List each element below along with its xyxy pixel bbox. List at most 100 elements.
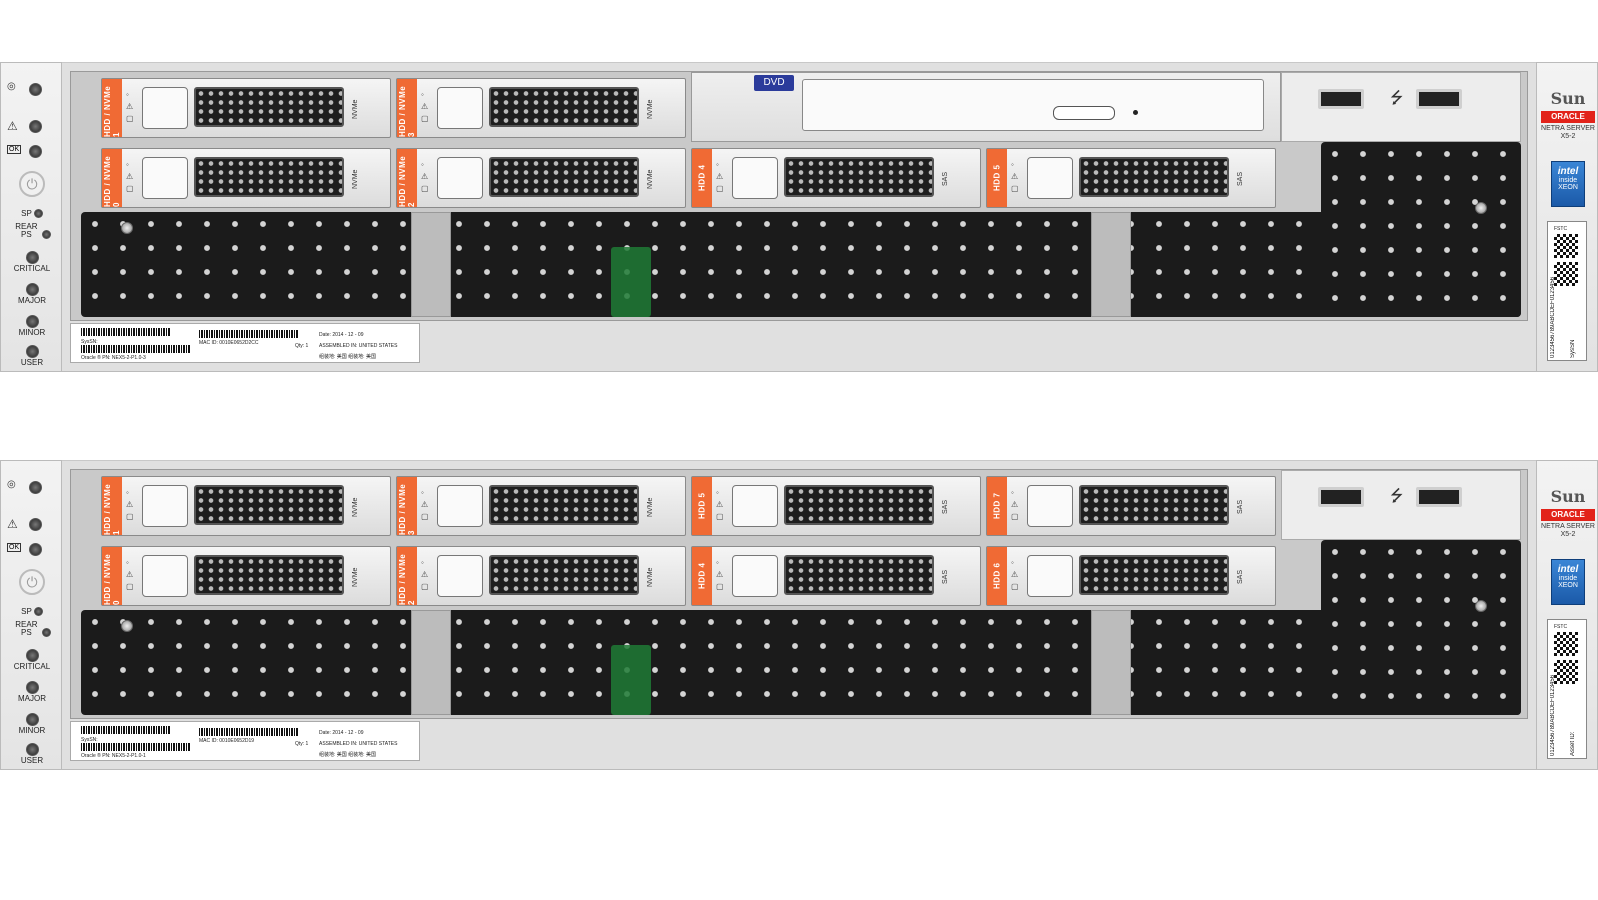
usb-port[interactable] [1416,89,1462,109]
drive-latch[interactable] [1027,157,1073,199]
bay-label: HDD 6 [987,547,1007,605]
ok-icon: OK [7,543,22,552]
drive-bay[interactable]: HDD / NVMe 0 ◦⚠▢ NVMe [101,546,391,606]
chassis-body: HDD / NVMe 1 ◦⚠▢ NVMe HDD / NVMe 3 ◦⚠▢ N… [62,460,1536,770]
power-button[interactable]: ⏻ [19,171,45,197]
dvd-tray[interactable] [802,79,1264,131]
drive-latch[interactable] [437,555,483,597]
bay-status-icons: ◦⚠▢ [1011,558,1019,591]
drive-latch[interactable] [142,157,188,199]
drive-cage: HDD / NVMe 1 ◦⚠▢ NVMe HDD / NVMe 3 ◦⚠▢ N… [70,71,1528,321]
drive-latch[interactable] [732,555,778,597]
barcode [81,726,171,734]
service-warning-icon: ⚠ [7,517,18,531]
drive-latch[interactable] [142,87,188,129]
green-component [611,247,651,317]
label-mac: MAC ID: 0010E0652D19 [199,738,255,744]
drive-cage: HDD / NVMe 1 ◦⚠▢ NVMe HDD / NVMe 3 ◦⚠▢ N… [70,469,1528,719]
drive-latch[interactable] [437,157,483,199]
drive-bay[interactable]: HDD 6 ◦⚠▢ SAS [986,546,1276,606]
drive-vent [489,87,639,127]
drive-latch[interactable] [142,485,188,527]
drive-bay[interactable]: HDD 7 ◦⚠▢ SAS [986,476,1276,536]
service-led [29,120,42,133]
service-tag[interactable]: FSTC 0123456789ABCDEF0123456 Asset ID: [1547,619,1587,759]
bay-status-icons: ◦⚠▢ [1011,160,1019,193]
drive-bay[interactable]: HDD / NVMe 2 ◦⚠▢ NVMe [396,546,686,606]
bay-status-icons: ◦⚠▢ [126,558,134,591]
drive-latch[interactable] [142,555,188,597]
drive-bay[interactable]: HDD 4 ◦⚠▢ SAS [691,148,981,208]
drive-latch[interactable] [1027,485,1073,527]
grille-divider [1091,212,1131,317]
drive-vent [489,485,639,525]
drive-bay[interactable]: HDD / NVMe 2 ◦⚠▢ NVMe [396,148,686,208]
led-critical: CRITICAL [5,251,59,273]
bay-status-icons: ◦⚠▢ [716,558,724,591]
label-date: Date: 2014 - 12 - 09 [319,332,364,338]
bay-type: NVMe [647,497,654,517]
qr-code [1554,632,1578,656]
sun-logo: Sun [1550,89,1586,108]
front-panel-left: ◎ ⚠ OK ⏻ SP REAR PS CRITICAL MAJOR MINOR… [0,460,62,770]
screw [121,222,133,234]
usb-port[interactable] [1416,487,1462,507]
drive-latch[interactable] [732,157,778,199]
bay-status-icons: ◦⚠▢ [421,488,429,521]
bay-label: HDD / NVMe 0 [102,547,122,605]
label-sys-sn: SysSN: [81,737,98,743]
front-panel-right: Sun ORACLE NETRA SERVER X5-2 intel insid… [1536,460,1598,770]
drive-latch[interactable] [437,485,483,527]
drive-bay[interactable]: HDD / NVMe 0 ◦⚠▢ NVMe [101,148,391,208]
service-tag[interactable]: FSTC 0123456789ABCDEF0123456 SysSN [1547,221,1587,361]
service-tag-id: 0123456789ABCDEF0123456 [1550,276,1556,358]
drive-latch[interactable] [1027,555,1073,597]
bay-status-icons: ◦⚠▢ [421,558,429,591]
drive-bay[interactable]: HDD / NVMe 1 ◦⚠▢ NVMe [101,476,391,536]
grille-divider [411,610,451,715]
service-tag-sysn: SysSN [1570,339,1576,358]
green-component [611,645,651,715]
front-panel-left: ◎ ⚠ OK ⏻ SP REAR PS CRITICAL MAJOR MINOR… [0,62,62,372]
bay-status-icons: ◦⚠▢ [716,160,724,193]
label-pn: Oracle ® PN: NEX5-2-P1.0-3 [81,355,146,361]
vent-grille-right [1321,142,1521,317]
bay-type: NVMe [352,497,359,517]
power-button[interactable]: ⏻ [19,569,45,595]
barcode [81,328,171,336]
barcode [199,728,299,736]
led-user: USER [5,743,59,765]
screw [1475,600,1487,612]
usb-port[interactable] [1318,487,1364,507]
drive-bay[interactable]: HDD / NVMe 3 ◦⚠▢ NVMe [396,78,686,138]
bay-status-icons: ◦⚠▢ [126,160,134,193]
usb-port[interactable] [1318,89,1364,109]
bay-label: HDD / NVMe 2 [397,149,417,207]
bay-type: NVMe [352,99,359,119]
bay-type: NVMe [647,169,654,189]
locate-icon[interactable]: ◎ [7,81,16,92]
bay-status-icons: ◦⚠▢ [421,160,429,193]
locate-led [29,481,42,494]
barcode [199,330,299,338]
ok-led [29,543,42,556]
server-bottom: ◎ ⚠ OK ⏻ SP REAR PS CRITICAL MAJOR MINOR… [0,460,1598,770]
qr-code [1554,234,1578,258]
grille-divider [411,212,451,317]
oracle-logo: ORACLE [1541,111,1595,123]
drive-bay[interactable]: HDD 4 ◦⚠▢ SAS [691,546,981,606]
dvd-eject-button[interactable] [1053,106,1115,120]
drive-bay[interactable]: HDD 5 ◦⚠▢ SAS [691,476,981,536]
drive-vent [194,555,344,595]
label-qty: Qty: 1 [295,343,309,349]
locate-icon[interactable]: ◎ [7,479,16,490]
drive-bay[interactable]: HDD / NVMe 1 ◦⚠▢ NVMe [101,78,391,138]
asset-label: SysSN: Oracle ® PN: NEX5-2-P1.0-1 MAC ID… [70,721,420,761]
drive-latch[interactable] [732,485,778,527]
drive-bay[interactable]: HDD 5 ◦⚠▢ SAS [986,148,1276,208]
bay-label: HDD / NVMe 2 [397,547,417,605]
drive-bay[interactable]: HDD / NVMe 3 ◦⚠▢ NVMe [396,476,686,536]
drive-latch[interactable] [437,87,483,129]
led-minor: MINOR [5,315,59,337]
label-pn: Oracle ® PN: NEX5-2-P1.0-1 [81,753,146,759]
